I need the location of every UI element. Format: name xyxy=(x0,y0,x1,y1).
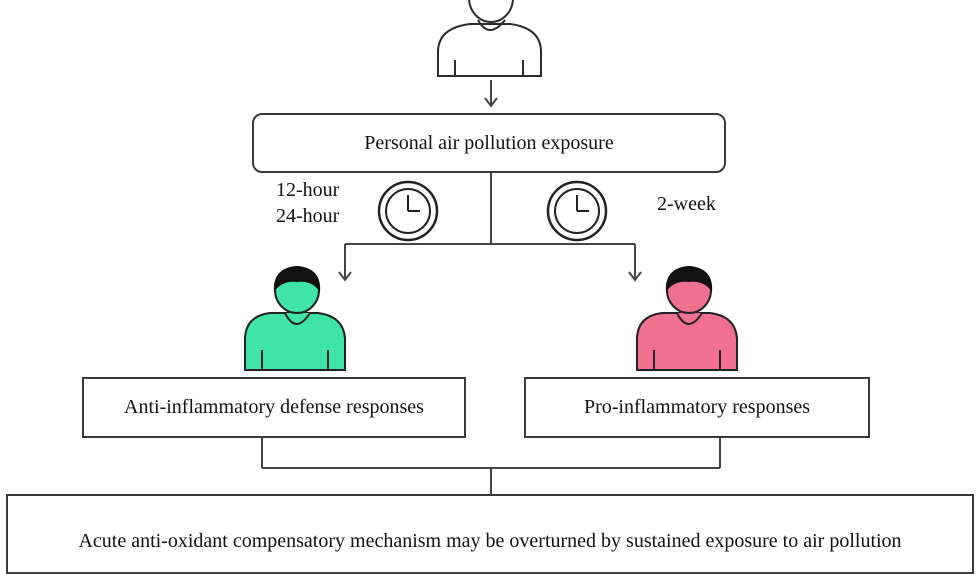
exposure-label: Personal air pollution exposure xyxy=(364,131,614,154)
pro-inflammatory-label: Pro-inflammatory responses xyxy=(583,396,811,418)
time-label-2w: 2-week xyxy=(657,193,716,215)
anti-inflammatory-box: Anti-inflammatory defense responses xyxy=(82,377,466,438)
time-label-24h: 24-hour xyxy=(276,205,340,227)
exposure-box: Personal air pollution exposure xyxy=(252,113,726,173)
diagram-lines xyxy=(244,0,738,494)
person-green-icon xyxy=(244,266,346,371)
conclusion-box: Acute anti-oxidant compensatory mechanis… xyxy=(6,494,974,574)
person-pink-icon xyxy=(636,266,738,371)
time-label-12h: 12-hour xyxy=(276,179,340,201)
merge-connector xyxy=(261,438,721,494)
split-connector xyxy=(338,173,642,282)
clock-icon xyxy=(546,180,608,242)
diagram-canvas: Personal air pollution exposure 12-hour … xyxy=(6,0,974,574)
pro-inflammatory-box: Pro-inflammatory responses xyxy=(524,377,870,438)
anti-inflammatory-label: Anti-inflammatory defense responses xyxy=(124,396,424,418)
top-person-icon xyxy=(437,0,542,77)
arrow-top xyxy=(484,80,498,108)
conclusion-label: Acute anti-oxidant compensatory mechanis… xyxy=(78,530,902,552)
clock-icon xyxy=(377,180,439,242)
